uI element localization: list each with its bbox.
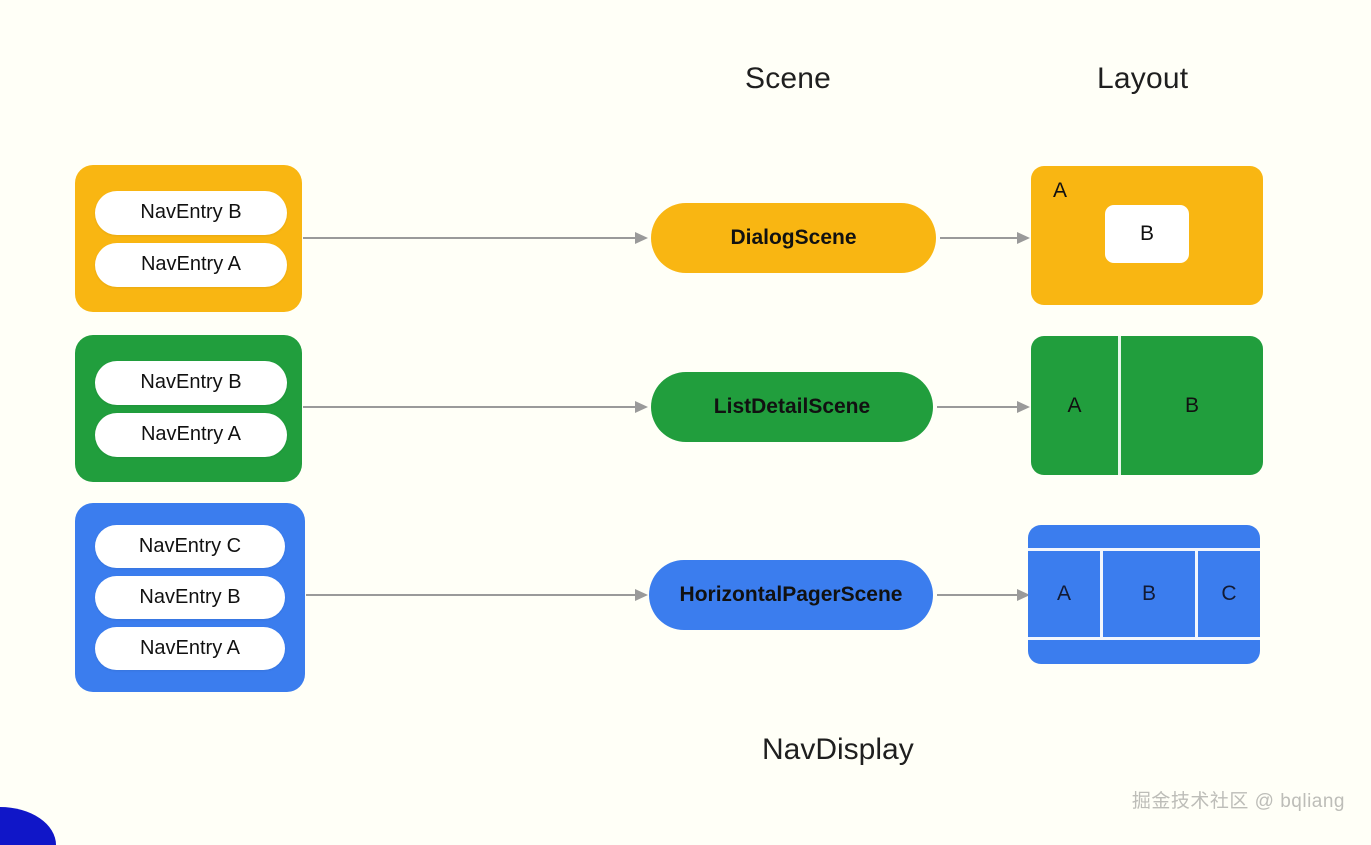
arrow-horizontalpagerscene-to-layout: [937, 587, 1030, 603]
corner-accent-shape: [0, 807, 56, 845]
layout-preview-list-detail: A B: [1031, 336, 1263, 475]
scene-pill-dialogscene: DialogScene: [651, 203, 936, 273]
nav-entry-item: NavEntry B: [95, 576, 285, 619]
scene-pill-listdetailscene: ListDetailScene: [651, 372, 933, 442]
nav-entry-item: NavEntry C: [95, 525, 285, 568]
arrow-backstack-to-horizontalpagerscene: [306, 587, 648, 603]
layout-preview-pager: A B C: [1028, 525, 1260, 664]
layout-page-b: B: [1141, 582, 1156, 605]
column-header-layout: Layout: [1097, 62, 1189, 95]
nav-entry-item: NavEntry A: [95, 242, 287, 287]
layout-base-label: A: [1053, 179, 1068, 202]
layout-dialog-sheet: B: [1105, 205, 1189, 263]
layout-page-a: A: [1056, 582, 1071, 605]
back-stack-listdetail: NavEntry A NavEntry B: [75, 335, 302, 482]
caption-navdisplay: NavDisplay: [762, 733, 914, 766]
layout-pane-divider: [1118, 336, 1121, 475]
arrow-listdetailscene-to-layout: [937, 399, 1030, 415]
nav-entry-item: NavEntry A: [95, 412, 287, 457]
layout-preview-dialog: A B: [1031, 166, 1263, 305]
nav-entry-item: NavEntry A: [95, 627, 285, 670]
layout-page-divider: [1195, 551, 1198, 637]
nav-entry-item: NavEntry B: [95, 190, 287, 235]
back-stack-dialog: NavEntry A NavEntry B: [75, 165, 302, 312]
nav-entry-item: NavEntry B: [95, 360, 287, 405]
arrow-backstack-to-dialogscene: [303, 230, 648, 246]
back-stack-pager: NavEntry A NavEntry B NavEntry C: [75, 503, 305, 692]
layout-pane-list: A: [1067, 393, 1082, 417]
arrow-dialogscene-to-layout: [940, 230, 1030, 246]
watermark: 掘金技术社区 @ bqliang: [1131, 791, 1345, 812]
layout-page-divider: [1100, 551, 1103, 637]
layout-pager-band: A B C: [1028, 548, 1260, 640]
column-header-scene: Scene: [745, 62, 832, 95]
layout-page-c: C: [1221, 582, 1237, 605]
arrow-backstack-to-listdetailscene: [303, 399, 648, 415]
scene-pill-horizontalpagerscene: HorizontalPagerScene: [649, 560, 933, 630]
layout-pane-detail: B: [1184, 393, 1199, 417]
